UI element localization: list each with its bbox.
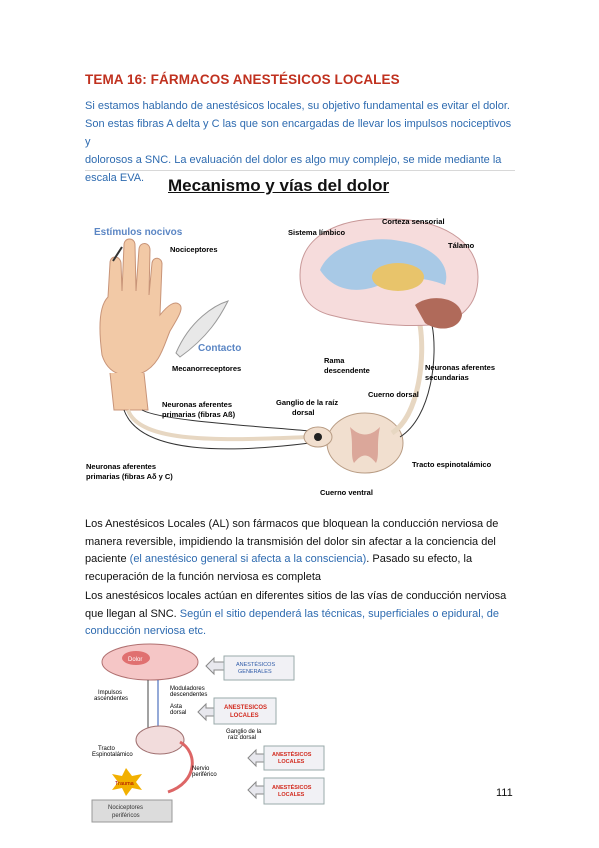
feather-icon (175, 300, 229, 358)
label-rama: Rama (324, 356, 345, 365)
box-anestesicos-generales: ANESTÉSICOS GENERALES (205, 655, 295, 681)
label-trauma: Trauma (115, 781, 135, 787)
nerve-fiber (141, 409, 311, 432)
box-text: ANESTESICOS (224, 705, 267, 711)
ascending-tract (390, 324, 425, 436)
label-neuronas-primarias: primarias (fibras Aß) (162, 410, 236, 419)
paragraph-1: Los Anestésicos Locales (AL) son fármaco… (85, 516, 519, 586)
intro-line: dolorosos a SNC. La evaluación del dolor… (85, 154, 502, 166)
label-neuronas-secundarias: secundarias (425, 373, 469, 382)
box-text: LOCALES (278, 792, 305, 798)
text-span: que llegan al SNC. (85, 607, 180, 620)
label-contacto: Contacto (198, 343, 241, 354)
label-sistema-limbico: Sistema límbico (288, 228, 346, 237)
paragraph-line: que llegan al SNC. Según el sitio depend… (85, 606, 519, 624)
box-text: ANESTÉSICOS (272, 783, 312, 791)
intro-line: Son estas fibras A delta y C las que son… (85, 118, 512, 148)
brain-shape (101, 643, 199, 681)
paragraph-line: conducción nerviosa etc. (85, 625, 207, 637)
label-nervio: Nervio (192, 766, 210, 772)
label-tracto: Tracto espinotalámico (412, 460, 492, 469)
box-anestesicos-locales-1: ANESTESICOS LOCALES (197, 697, 277, 725)
anesthetic-sites-diagram: Dolor Trauma Impulsos ascendentes Modula… (91, 643, 325, 823)
nerve-fiber (126, 409, 311, 442)
divider (85, 170, 515, 171)
label-nociceptores: Nociceptores (170, 245, 218, 254)
paragraph-line: manera reversible, impidiendo la transmi… (85, 535, 496, 548)
label-moduladores: descendentes (170, 692, 207, 698)
text-span: . Pasado su efecto, la (366, 553, 473, 565)
spinal-cord-section (303, 412, 404, 474)
text-span-blue: Según el sitio dependerá las técnicas, s… (179, 607, 499, 620)
label-estimulos: Estímulos nocivos (94, 227, 183, 238)
label-mecanorreceptores: Mecanorreceptores (172, 364, 241, 373)
paragraph-line: Los Anestésicos Locales (AL) son fármaco… (85, 518, 499, 530)
label-dolor: Dolor (128, 657, 142, 663)
box-text: periféricos (112, 813, 140, 819)
label-nervio: periférico (192, 772, 217, 778)
label-ganglio: raíz dorsal (228, 735, 256, 741)
box-nociceptores: Nociceptores periféricos (91, 799, 173, 823)
label-neuronas-secundarias: Neuronas aferentes (425, 363, 495, 372)
box-text: ANESTÉSICOS (236, 661, 275, 668)
page-number: 111 (496, 787, 513, 799)
ascending-tract (399, 324, 435, 438)
box-text: Nociceptores (108, 805, 143, 811)
brain-illustration (299, 218, 479, 329)
box-anestesicos-locales-3: ANESTÉSICOS LOCALES (247, 777, 325, 805)
paragraph-line: paciente (el anestésico general si afect… (85, 551, 519, 569)
label-corteza: Corteza sensorial (382, 217, 445, 226)
peripheral-nerve (167, 740, 194, 794)
label-impulsos: ascendentes (94, 696, 128, 702)
label-asta: Asta (170, 704, 183, 710)
label-talamo: Tálamo (448, 241, 475, 250)
hand-illustration (99, 238, 182, 411)
paragraph-line: recuperación de la función nerviosa es c… (85, 570, 322, 583)
label-cuerno-ventral: Cuerno ventral (320, 488, 373, 497)
spinal-segment (135, 725, 185, 755)
paragraph-line: Los anestésicos locales actúan en difere… (85, 590, 507, 602)
box-text: GENERALES (238, 669, 272, 675)
label-neuronas-primarias-c: primarias (fibras Aδ y C) (86, 472, 173, 481)
intro-line: escala EVA. (85, 172, 145, 184)
paragraph-2: Los anestésicos locales actúan en difere… (85, 588, 519, 641)
dolor-marker (122, 651, 150, 665)
label-tracto: Tracto (98, 746, 115, 752)
label-ganglio: Ganglio de la raíz (276, 398, 338, 407)
box-text: LOCALES (230, 713, 259, 719)
nail-icon (112, 246, 123, 262)
intro-paragraph: Si estamos hablando de anestésicos local… (85, 97, 517, 187)
label-ganglio: dorsal (292, 408, 315, 417)
label-tracto: Espinotalámico (92, 752, 133, 758)
text-span: paciente (85, 553, 130, 565)
label-rama: descendente (324, 366, 370, 375)
label-cuerno-dorsal: Cuerno dorsal (368, 390, 419, 399)
figure-title: Mecanismo y vías del dolor (168, 176, 390, 195)
intro-line: Si estamos hablando de anestésicos local… (85, 100, 510, 112)
trauma-icon (112, 768, 142, 796)
label-moduladores: Moduladores (170, 686, 205, 692)
pain-pathway-diagram: Estímulos nocivos Nociceptores Contacto … (86, 217, 495, 497)
label-neuronas-primarias: Neuronas aferentes (162, 400, 232, 409)
text-span-blue: (el anestésico general si afecta a la co… (129, 553, 367, 565)
page-title: TEMA 16: FÁRMACOS ANESTÉSICOS LOCALES (85, 72, 400, 87)
label-impulsos: Impulsos (98, 690, 122, 696)
box-text: LOCALES (278, 759, 305, 765)
nerve-fiber (123, 409, 311, 450)
label-asta: dorsal (170, 710, 186, 716)
box-anestesicos-locales-2: ANESTÉSICOS LOCALES (247, 745, 325, 771)
label-neuronas-primarias-c: Neuronas aferentes (86, 462, 156, 471)
label-ganglio: Ganglio de la (226, 729, 262, 735)
box-text: ANESTÉSICOS (272, 750, 312, 758)
